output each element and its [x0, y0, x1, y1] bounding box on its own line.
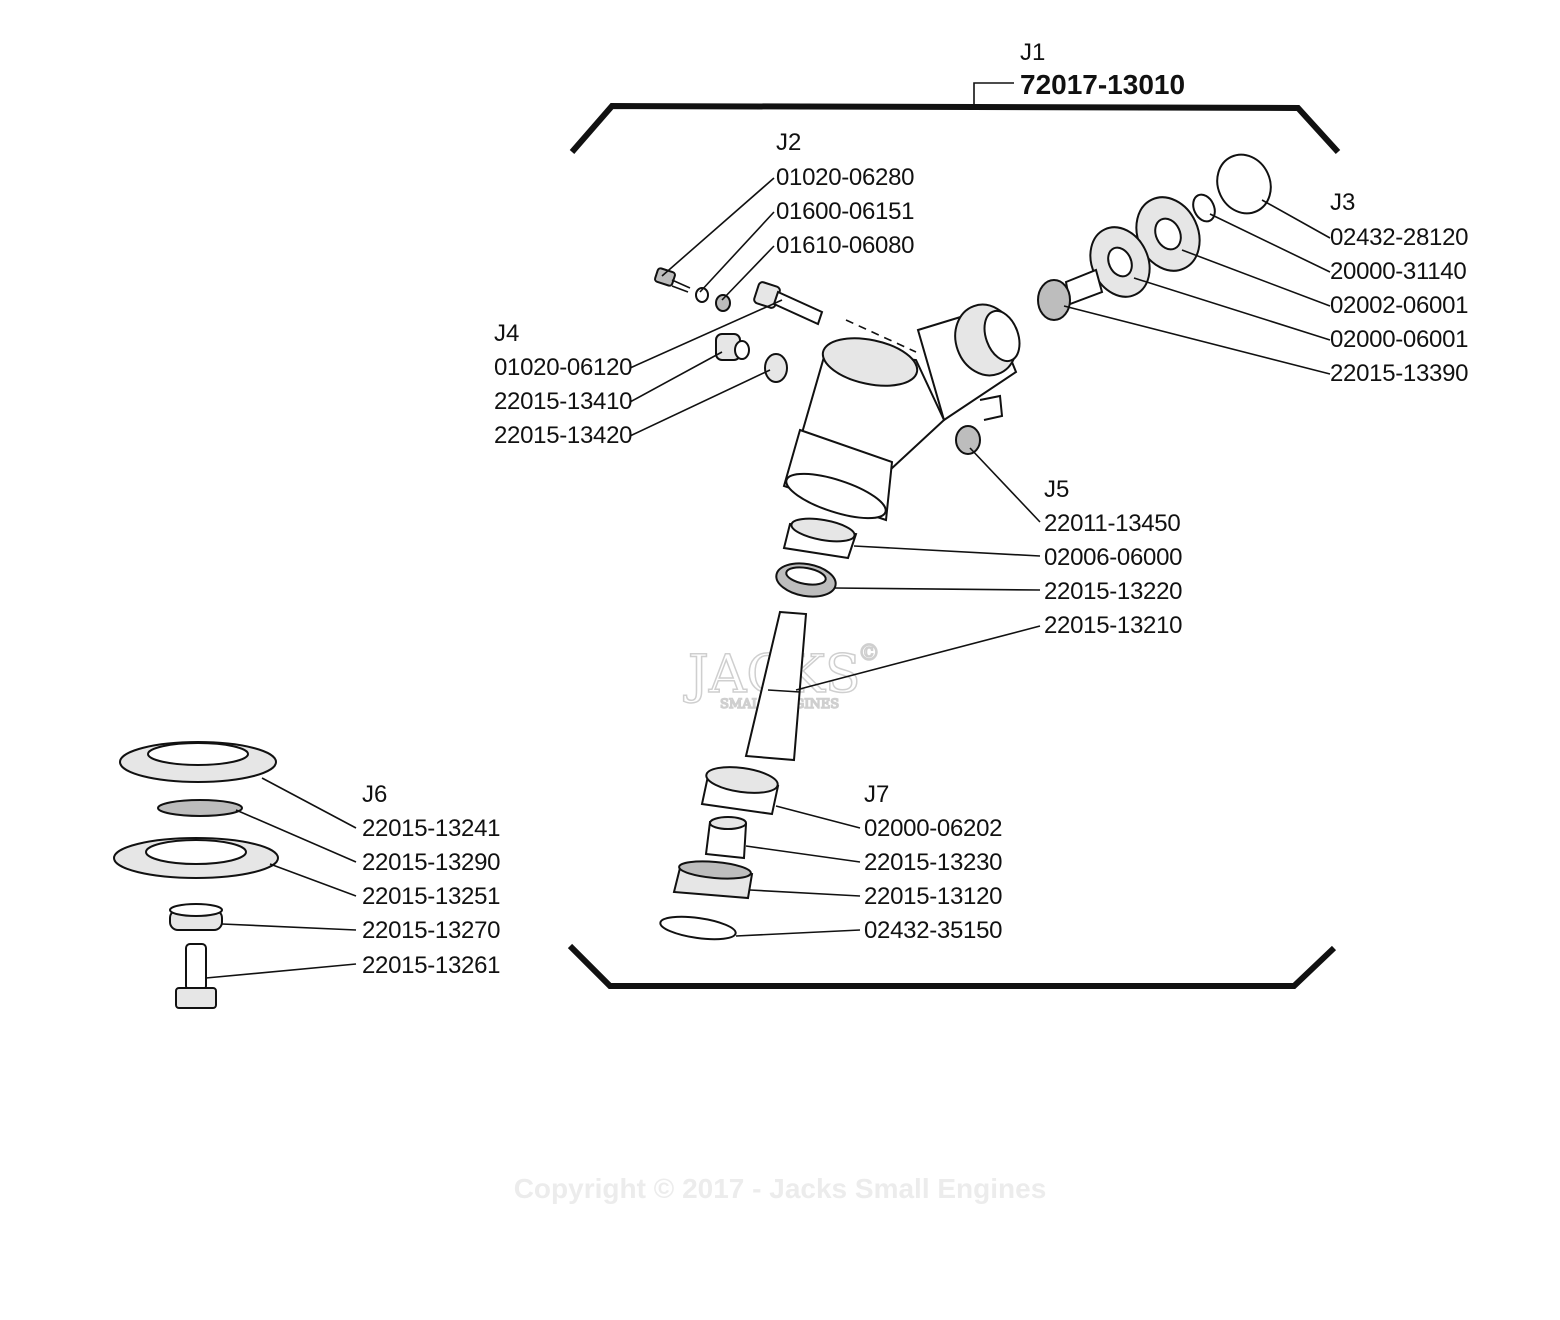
- spacer-22015-13410: [715, 333, 750, 361]
- snap-ring-02432-28120: [1216, 153, 1272, 215]
- label-22015-13270: 22015-13270: [362, 917, 500, 944]
- label-20000-31140: 20000-31140: [1330, 258, 1466, 285]
- gear-case-housing: [782, 303, 1021, 522]
- label-j4: J4: [494, 320, 519, 347]
- label-22011-13450: 22011-13450: [1044, 510, 1180, 537]
- label-72017-13010: 72017-13010: [1020, 69, 1185, 100]
- label-02000-06202: 02000-06202: [864, 815, 1002, 842]
- washer-22015-13420: [764, 353, 788, 383]
- label-01610-06080: 01610-06080: [776, 232, 914, 259]
- label-j6: J6: [362, 781, 387, 808]
- label-22015-13420: 22015-13420: [494, 422, 632, 449]
- nut-22015-13270: [169, 903, 223, 931]
- label-22015-13230: 22015-13230: [864, 849, 1002, 876]
- seal-22015-13120: [672, 860, 754, 900]
- shaft-22015-13210: [744, 610, 808, 762]
- label-22015-13251: 22015-13251: [362, 883, 500, 910]
- bolt-01020-06120: [753, 281, 824, 326]
- washer-icon: [715, 294, 731, 312]
- bearing-02002-06001: [1135, 196, 1201, 272]
- bolt-22015-13261: [175, 943, 217, 1009]
- holder-22015-13251: [113, 837, 279, 879]
- label-j7: J7: [864, 781, 889, 808]
- label-02432-28120: 02432-28120: [1330, 224, 1468, 251]
- holder-22015-13241: [119, 741, 277, 783]
- label-01020-06120: 01020-06120: [494, 354, 632, 381]
- gear-22015-13220: [775, 562, 837, 598]
- label-22015-13261: 22015-13261: [362, 952, 500, 979]
- assembly-bracket: [567, 82, 1341, 989]
- plate-22011-13450: [955, 425, 981, 455]
- copyright-notice: Copyright © 2017 - Jacks Small Engines: [514, 1173, 1047, 1204]
- label-22015-13410: 22015-13410: [494, 388, 632, 415]
- ring-20000-31140: [1192, 193, 1216, 223]
- label-01600-06151: 01600-06151: [776, 198, 914, 225]
- shim-22015-13290: [157, 799, 243, 817]
- label-22015-13210: 22015-13210: [1044, 612, 1182, 639]
- label-22015-13390: 22015-13390: [1330, 360, 1468, 387]
- bearing-02000-06202: [700, 766, 780, 816]
- label-02000-06001: 02000-06001: [1330, 326, 1468, 353]
- label-01020-06280: 01020-06280: [776, 164, 914, 191]
- bearing-02006-06000: [782, 517, 858, 560]
- pinion-22015-13390: [1037, 268, 1104, 321]
- label-j2: J2: [776, 129, 801, 156]
- lock-washer-icon: [695, 287, 709, 303]
- label-22015-13241: 22015-13241: [362, 815, 500, 842]
- label-j1: J1: [1020, 39, 1045, 66]
- label-02002-06001: 02002-06001: [1330, 292, 1468, 319]
- label-02432-35150: 02432-35150: [864, 917, 1002, 944]
- label-22015-13290: 22015-13290: [362, 849, 500, 876]
- label-22015-13120: 22015-13120: [864, 883, 1002, 910]
- collar-22015-13230: [704, 816, 748, 860]
- label-02006-06000: 02006-06000: [1044, 544, 1182, 571]
- label-j3: J3: [1330, 189, 1355, 216]
- snap-ring-02432-35150: [659, 915, 737, 941]
- label-22015-13220: 22015-13220: [1044, 578, 1182, 605]
- label-j5: J5: [1044, 476, 1069, 503]
- bolt-01020-06280: [654, 267, 691, 293]
- watermark-mark: ©: [858, 641, 880, 666]
- leader-lines: [205, 177, 1331, 979]
